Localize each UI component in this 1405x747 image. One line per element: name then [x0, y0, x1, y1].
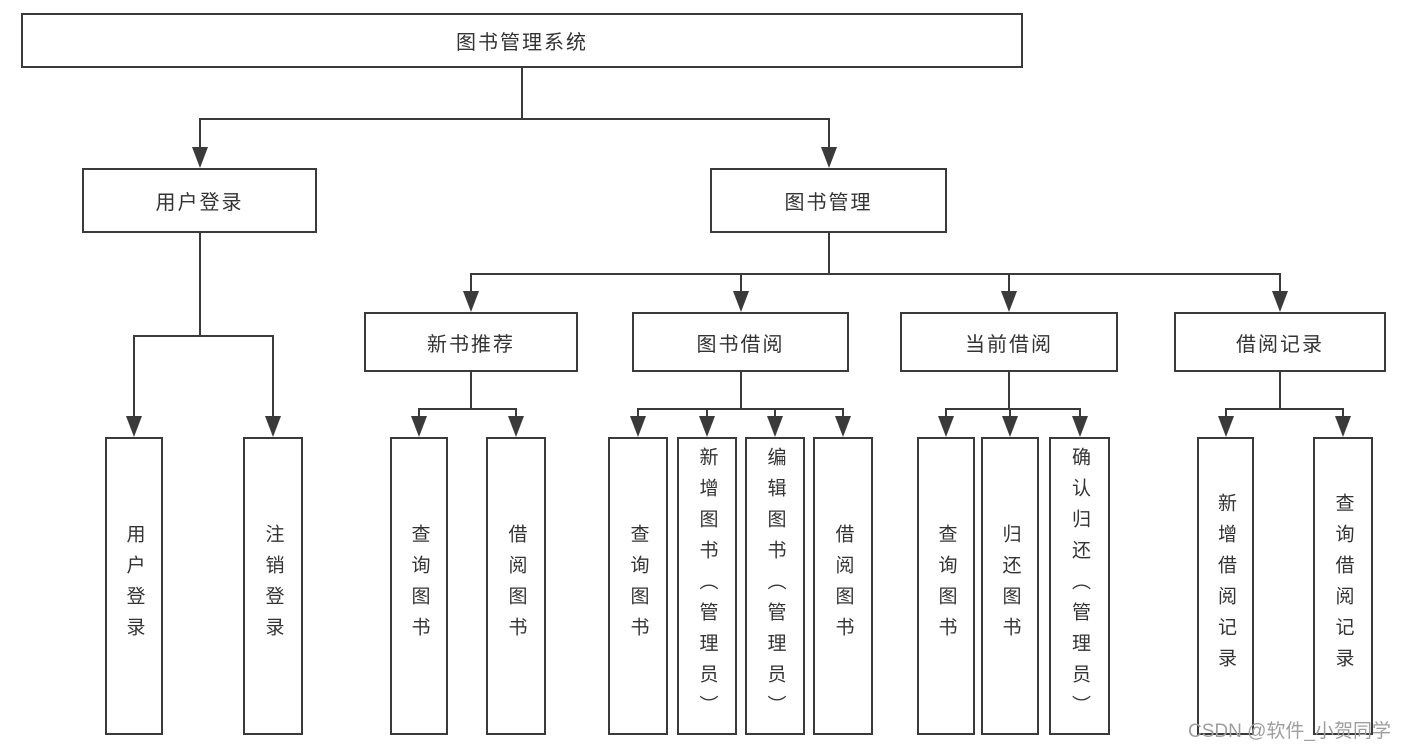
- arrowhead-down: [1335, 416, 1351, 437]
- node-book-mgmt-branch: 图书管理: [710, 168, 947, 233]
- edge-stem: [827, 233, 830, 275]
- arrowhead-down: [191, 147, 208, 168]
- edge-splitter: [637, 408, 844, 410]
- edge-shaft: [1279, 273, 1281, 295]
- edge-shaft: [1009, 408, 1011, 420]
- edge-shaft: [739, 273, 742, 295]
- edge-splitter: [470, 273, 1281, 275]
- node-current-borrow: 当前借阅: [900, 312, 1118, 372]
- edge-shaft: [1224, 408, 1227, 420]
- node-leaf-borrow-book-2: 借阅图书: [813, 437, 873, 735]
- arrowhead-down: [463, 291, 479, 312]
- edge-stem: [739, 372, 742, 410]
- edge-shaft: [945, 408, 947, 420]
- edge-shaft: [842, 408, 844, 420]
- csdn-watermark: CSDN @软件_小贺同学: [1188, 721, 1391, 742]
- node-label: 编辑图书（管理员）: [764, 446, 786, 726]
- edge-splitter: [133, 335, 274, 337]
- node-leaf-user-login: 用户登录: [105, 437, 163, 735]
- node-user-login-branch: 用户登录: [82, 168, 317, 233]
- node-label: 图书借阅: [696, 333, 785, 356]
- node-label: 归还图书: [999, 524, 1021, 648]
- arrowhead-down: [767, 416, 783, 437]
- arrowhead-down: [630, 416, 646, 437]
- node-label: 注销登录: [262, 524, 284, 648]
- edge-shaft: [272, 335, 274, 420]
- edge-shaft: [706, 408, 708, 420]
- edge-stem: [198, 233, 201, 337]
- edge-shaft: [637, 408, 639, 420]
- edge-stem: [1279, 372, 1281, 410]
- arrowhead-down: [1217, 416, 1234, 437]
- edge-shaft: [827, 118, 830, 151]
- node-leaf-return-book: 归还图书: [981, 437, 1039, 735]
- node-leaf-search-book-3: 查询图书: [917, 437, 975, 735]
- edge-shaft: [1342, 408, 1344, 420]
- node-book-borrow: 图书借阅: [632, 312, 849, 372]
- node-label: 查询借阅记录: [1332, 493, 1354, 679]
- arrowhead-down: [699, 416, 715, 437]
- node-new-book-rec: 新书推荐: [364, 312, 578, 372]
- edge-stem: [470, 372, 472, 410]
- arrowhead-down: [126, 416, 142, 437]
- node-leaf-logout: 注销登录: [243, 437, 303, 735]
- node-label: 查询图书: [408, 524, 430, 648]
- arrowhead-down: [732, 291, 749, 312]
- edge-splitter: [418, 408, 517, 410]
- edge-splitter: [198, 118, 830, 120]
- edge-shaft: [774, 408, 776, 420]
- node-borrow-record: 借阅记录: [1174, 312, 1386, 372]
- node-leaf-search-record: 查询借阅记录: [1313, 437, 1373, 735]
- node-leaf-add-book: 新增图书（管理员）: [677, 437, 737, 735]
- node-leaf-search-book-1: 查询图书: [390, 437, 448, 735]
- edge-shaft: [133, 335, 135, 420]
- edge-stem: [1008, 372, 1010, 410]
- node-leaf-add-record: 新增借阅记录: [1197, 437, 1254, 735]
- node-label: 新书推荐: [427, 333, 515, 356]
- node-label: 新增借阅记录: [1215, 493, 1236, 679]
- node-label: 查询图书: [627, 524, 649, 648]
- node-label: 查询图书: [935, 524, 957, 648]
- node-label: 图书管理: [784, 192, 873, 214]
- edge-shaft: [515, 408, 517, 420]
- edge-shaft: [198, 118, 201, 151]
- node-label: 用户登录: [155, 192, 244, 214]
- arrowhead-down: [820, 147, 837, 168]
- node-label: 借阅图书: [832, 524, 854, 648]
- edge-shaft: [470, 273, 472, 295]
- node-leaf-borrow-book-1: 借阅图书: [486, 437, 546, 735]
- edge-splitter: [1224, 408, 1344, 410]
- node-label: 新增图书（管理员）: [696, 446, 718, 726]
- edge-splitter: [945, 408, 1081, 410]
- node-label: 当前借阅: [965, 333, 1053, 356]
- node-leaf-confirm-return: 确认归还（管理员）: [1049, 437, 1110, 735]
- arrowhead-down: [1272, 291, 1288, 312]
- arrowhead-down: [265, 416, 281, 437]
- edge-stem: [521, 68, 523, 120]
- node-root: 图书管理系统: [21, 13, 1023, 68]
- node-label: 图书管理系统: [456, 32, 588, 54]
- node-label: 确认归还（管理员）: [1069, 446, 1090, 726]
- arrowhead-down: [1071, 416, 1088, 437]
- node-label: 借阅图书: [505, 524, 527, 648]
- node-label: 借阅记录: [1236, 333, 1324, 356]
- node-leaf-search-book-2: 查询图书: [608, 437, 668, 735]
- arrowhead-down: [1002, 416, 1018, 437]
- arrowhead-down: [508, 416, 524, 437]
- arrowhead-down: [835, 416, 851, 437]
- edge-shaft: [1078, 408, 1081, 420]
- arrowhead-down: [411, 416, 427, 437]
- arrowhead-down: [938, 416, 954, 437]
- edge-shaft: [418, 408, 420, 420]
- node-leaf-edit-book: 编辑图书（管理员）: [745, 437, 805, 735]
- arrowhead-down: [1001, 291, 1017, 312]
- edge-shaft: [1008, 273, 1010, 295]
- node-label: 用户登录: [123, 524, 145, 648]
